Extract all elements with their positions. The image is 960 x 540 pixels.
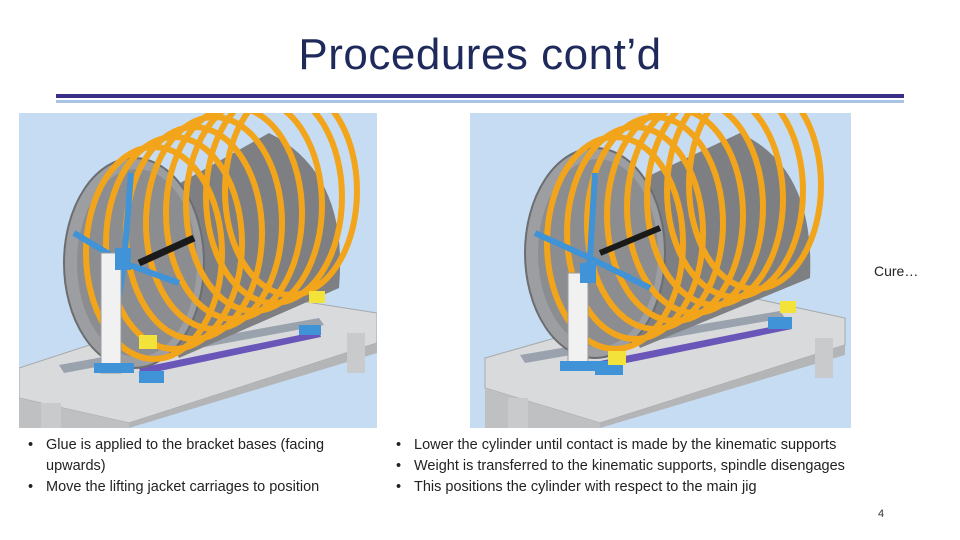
list-item: Glue is applied to the bracket bases (fa… [20, 435, 370, 477]
list-item: This positions the cylinder with respect… [388, 477, 948, 498]
list-item: Lower the cylinder until contact is made… [388, 435, 948, 456]
left-bullet-list: Glue is applied to the bracket bases (fa… [20, 435, 370, 498]
list-item: Weight is transferred to the kinematic s… [388, 456, 948, 477]
title-rule-light [56, 100, 904, 103]
right-bullet-list: Lower the cylinder until contact is made… [388, 435, 948, 498]
cylinder-jig-render-right [470, 113, 851, 428]
slide-title: Procedures cont’d [298, 30, 662, 79]
page-number: 4 [878, 508, 885, 520]
list-item: Move the lifting jacket carriages to pos… [20, 477, 370, 498]
title-rule-dark [56, 94, 904, 98]
cylinder-jig-render-left [19, 113, 377, 428]
cure-note: Cure… [874, 263, 919, 279]
